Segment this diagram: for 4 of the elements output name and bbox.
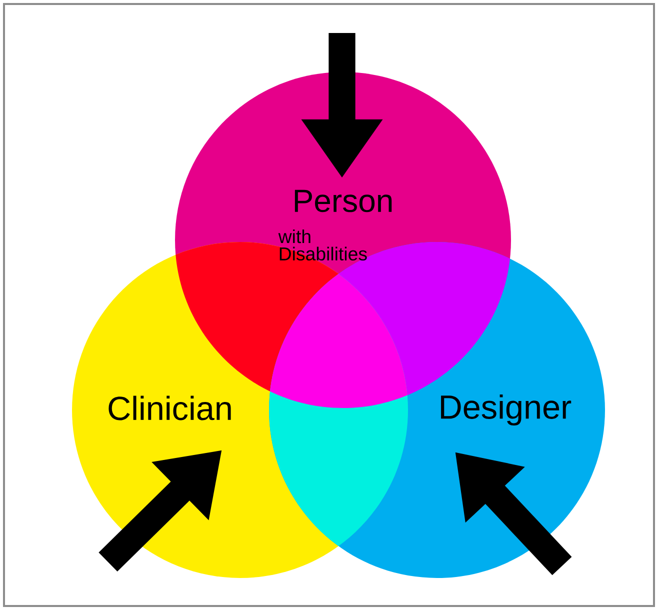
node-label: Clinician (108, 396, 231, 420)
node-label: Person (294, 190, 392, 212)
node-label: with Disabilities (278, 229, 367, 261)
node-label: Designer (441, 394, 572, 426)
